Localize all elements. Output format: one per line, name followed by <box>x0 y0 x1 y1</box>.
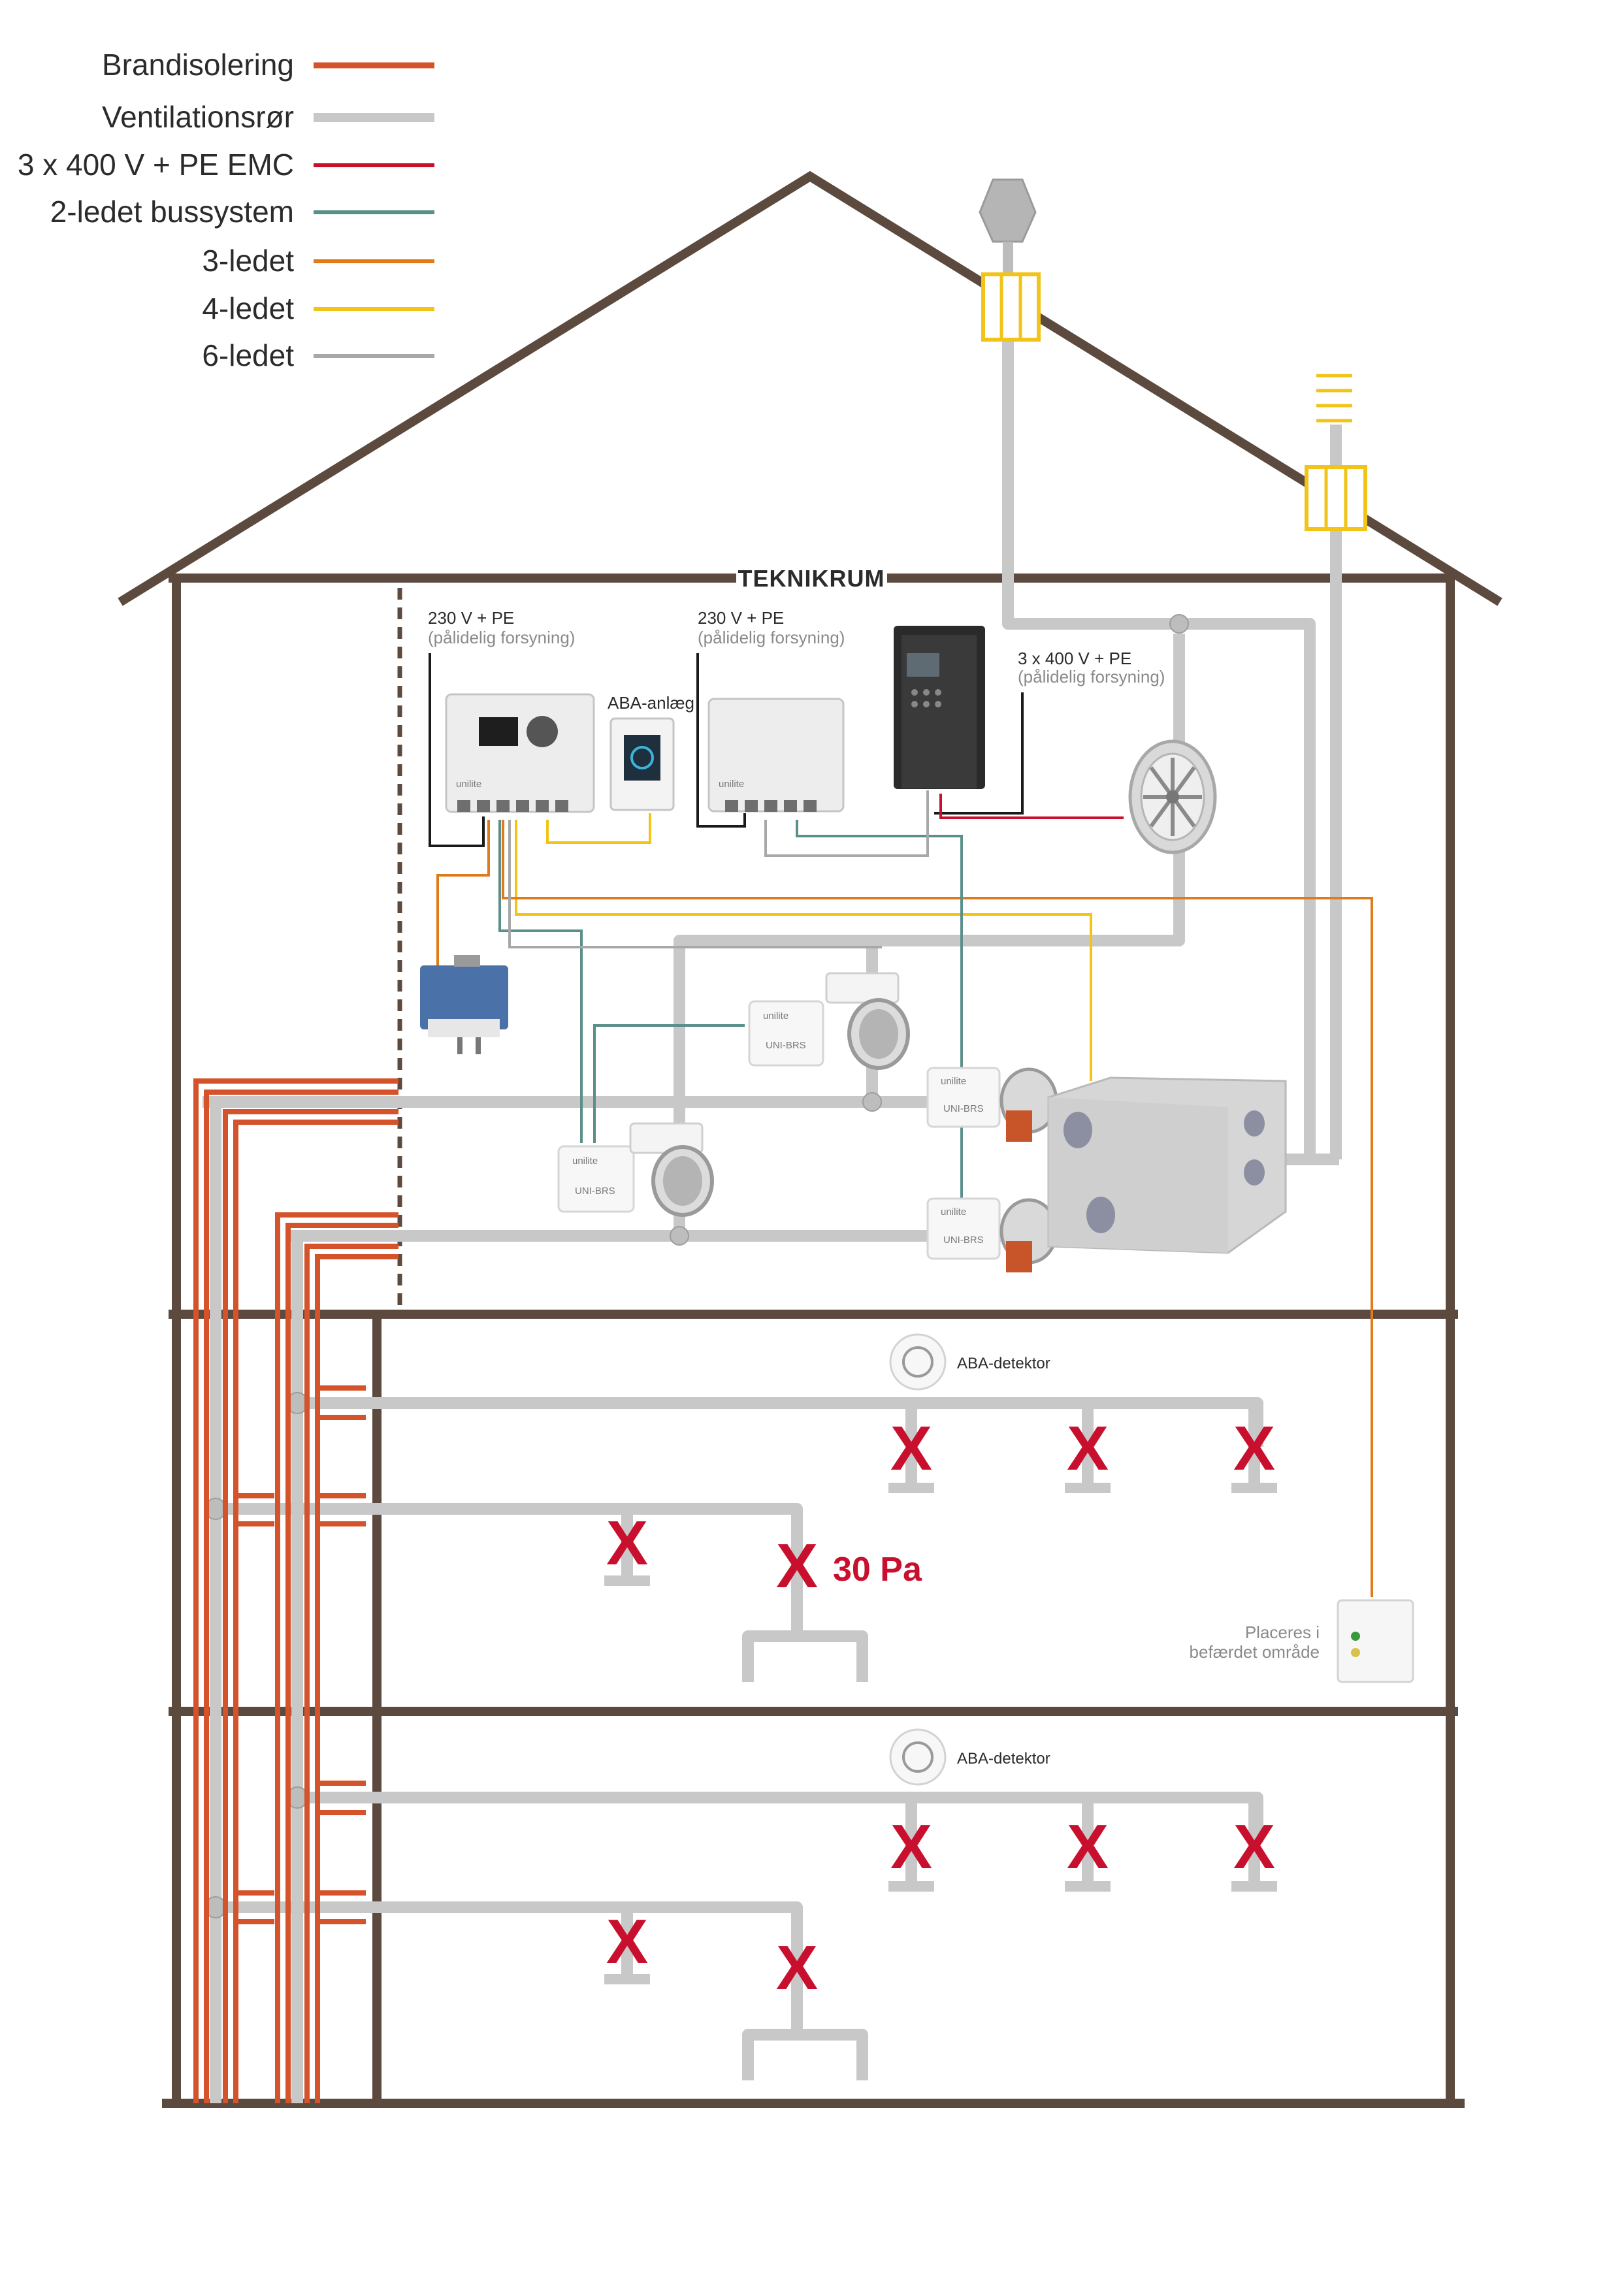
roof-cowl-exhaust <box>979 178 1037 274</box>
control-panel-main: unilite <box>445 693 595 813</box>
damper-module-1: unilite UNI-BRS <box>557 1145 635 1213</box>
duct-fan-icon <box>1128 739 1217 854</box>
svg-text:UNI-BRS: UNI-BRS <box>766 1040 806 1051</box>
legend: Brandisolering Ventilationsrør 3 x 400 V… <box>18 48 434 372</box>
svg-text:unilite: unilite <box>941 1076 966 1087</box>
duct-intake-riser <box>1330 425 1342 1165</box>
control-knob-icon <box>527 716 558 747</box>
damper-x-icon: X <box>890 1413 932 1483</box>
svg-text:unilite: unilite <box>572 1155 598 1167</box>
damper-x-icon: X <box>890 1812 932 1882</box>
floor2-damper-marks: X X X X X <box>606 1812 1275 2003</box>
motorized-damper-2 <box>825 972 910 1070</box>
remote-indicator-panel <box>1337 1599 1414 1683</box>
supply-1-voltage: 230 V + PE <box>428 608 514 628</box>
supply-2-voltage: 230 V + PE <box>698 608 784 628</box>
svg-text:UNI-BRS: UNI-BRS <box>943 1103 984 1114</box>
control-panel-secondary: unilite <box>707 698 845 813</box>
damper-x-icon: X <box>1067 1413 1109 1483</box>
supply-1-note: (pålidelig forsyning) <box>428 628 575 647</box>
floor2-diffuser-tee <box>742 2029 868 2080</box>
fire-insulation <box>193 1078 398 2103</box>
fire-damper-1 <box>999 1067 1058 1142</box>
house-outline <box>118 170 1502 2108</box>
damper-x-icon: X <box>1233 1812 1275 1882</box>
svg-text:UNI-BRS: UNI-BRS <box>943 1235 984 1246</box>
floor1-branch-upper <box>297 1397 1263 1447</box>
aba-system-label: ABA-anlæg <box>608 693 694 713</box>
floor1-diffuser-tee <box>742 1630 868 1682</box>
svg-text:unilite: unilite <box>763 1010 788 1022</box>
supply-3-note: (pålidelig forsyning) <box>1018 667 1165 686</box>
legend-label-duct: Ventilationsrør <box>102 100 294 134</box>
damper-module-4: unilite UNI-BRS <box>926 1197 1001 1260</box>
pressure-transmitter <box>420 955 508 1054</box>
smoke-detector-floor2 <box>889 1728 947 1786</box>
floor2-branch-lower <box>216 1901 803 2031</box>
floor1-detector-label: ABA-detektor <box>957 1355 1050 1372</box>
roof-intake-louver <box>1316 374 1352 423</box>
damper-x-icon: X <box>606 1907 648 1977</box>
remote-label-line2: befærdet område <box>1190 1642 1320 1662</box>
svg-text:unilite: unilite <box>941 1206 966 1218</box>
air-handling-unit <box>1047 1076 1287 1254</box>
damper-x-icon: X <box>606 1508 648 1578</box>
supply-3-voltage: 3 x 400 V + PE <box>1018 649 1131 668</box>
supply-2-note: (pålidelig forsyning) <box>698 628 845 647</box>
roof-penetration-intake <box>1305 465 1367 531</box>
fire-damper-2 <box>999 1198 1058 1272</box>
floor1-damper-marks: X X X X X <box>606 1413 1275 1601</box>
legend-label-6wire: 6-ledet <box>202 338 294 372</box>
motorized-damper-1 <box>629 1122 714 1217</box>
floor2-detector-label: ABA-detektor <box>957 1750 1050 1768</box>
wiring <box>429 653 1373 1597</box>
damper-x-icon: X <box>1067 1812 1109 1882</box>
roof-penetration-exhaust <box>981 272 1041 342</box>
legend-label-fire-insulation: Brandisolering <box>102 48 294 82</box>
svg-text:unilite: unilite <box>456 779 481 790</box>
legend-label-power: 3 x 400 V + PE EMC <box>18 148 294 182</box>
remote-label-line1: Placeres i <box>1245 1623 1320 1642</box>
duct-exhaust-riser <box>1002 274 1316 1165</box>
damper-x-icon: X <box>776 1531 818 1601</box>
floor2-branch-upper <box>297 1792 1263 1842</box>
svg-text:UNI-BRS: UNI-BRS <box>575 1186 615 1197</box>
damper-module-2: unilite UNI-BRS <box>748 1000 824 1067</box>
damper-module-3: unilite UNI-BRS <box>926 1067 1001 1128</box>
pressure-setpoint-label: 30 Pa <box>833 1551 922 1589</box>
frequency-converter <box>894 626 985 789</box>
duct-outlets <box>604 1483 1277 1984</box>
tech-room-title: TEKNIKRUM <box>738 565 885 592</box>
legend-label-bus: 2-ledet bussystem <box>50 195 294 229</box>
floor1-branch-lower <box>216 1503 803 1633</box>
damper-x-icon: X <box>1233 1413 1275 1483</box>
svg-text:unilite: unilite <box>719 779 744 790</box>
smoke-detector-floor1 <box>889 1333 947 1391</box>
legend-label-3wire: 3-ledet <box>202 244 294 278</box>
damper-x-icon: X <box>776 1933 818 2003</box>
aba-panel <box>609 717 675 811</box>
roof <box>118 170 1502 606</box>
duct-joints <box>204 614 1189 1918</box>
exhaust-cowl-icon <box>979 178 1037 243</box>
legend-label-4wire: 4-ledet <box>202 291 294 325</box>
